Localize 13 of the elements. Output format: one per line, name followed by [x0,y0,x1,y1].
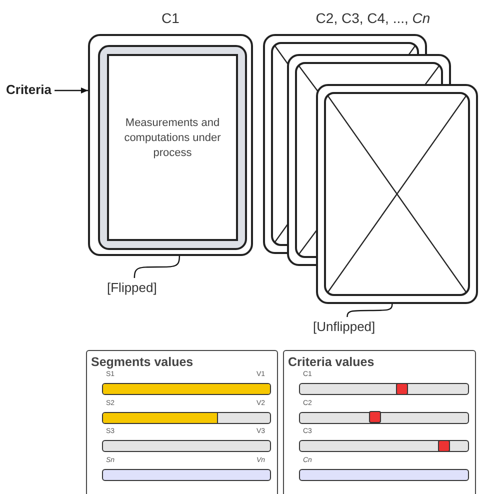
card-heading: C1 [160,10,180,26]
annotation-label: [Flipped] [107,280,157,295]
annotation-label: Criteria [6,82,52,97]
annotation-label: [Unflipped] [313,319,376,334]
arrow [54,88,88,94]
card-heading: C2, C3, C4, ..., Cn [314,10,432,26]
panel-title: Criteria values [288,355,374,369]
screen-frame [98,45,247,250]
panel-background [86,350,278,494]
leader-line [346,304,393,318]
status-text: Measurements and computations under process [123,116,222,161]
panel-title: Segments values [91,355,194,369]
panel-background [283,350,476,494]
